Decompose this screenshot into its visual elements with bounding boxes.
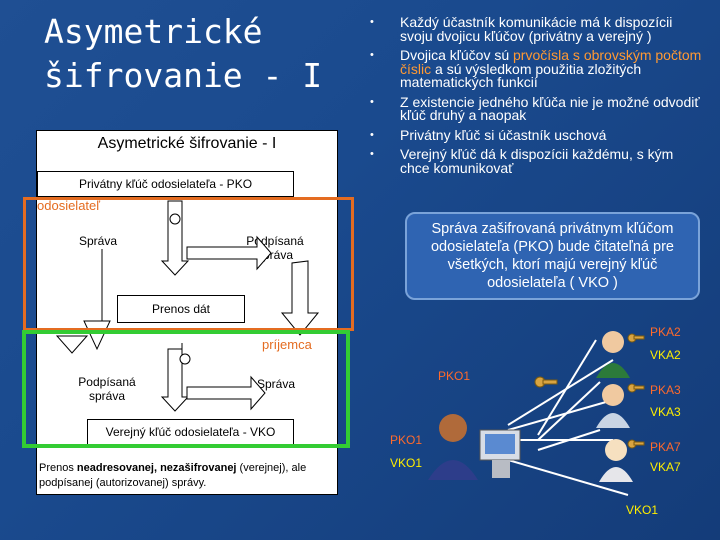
pko1-left-label: PKO1: [390, 433, 422, 447]
vka7-label: VKA7: [650, 460, 681, 474]
bullet-item: Každý účastník komunikácie má k dispozíc…: [360, 16, 705, 43]
recipient-icons: [596, 331, 633, 482]
pka7-label: PKA7: [650, 440, 681, 454]
bullet-item: Privátny kľúč si účastník uschová: [360, 129, 705, 143]
network-illustration: PKO1 PKO1 VKO1 PKA2 VKA2 PKA3 VKA3 PKA7 …: [388, 320, 718, 520]
bullet-list: Každý účastník komunikácie má k dispozíc…: [360, 16, 705, 181]
slide-title: Asymetrické šifrovanie - I: [44, 10, 334, 98]
sender-label: odosielateľ: [37, 198, 100, 213]
bullet-item: Z existencie jedného kľúča nie je možné …: [360, 96, 705, 123]
receiver-label: príjemca: [262, 337, 312, 352]
bullet-item: Dvojica kľúčov sú prvočísla s obrovským …: [360, 49, 705, 90]
vka2-label: VKA2: [650, 348, 681, 362]
bullet-item: Verejný kľúč dá k dispozícii každému, s …: [360, 148, 705, 175]
sender-person-icon: [439, 414, 467, 442]
sender-frame: [23, 197, 354, 331]
vko1-bottom-label: VKO1: [626, 503, 658, 517]
explanation-callout: Správa zašifrovaná privátnym kľúčom odos…: [405, 212, 700, 300]
pko1-label: PKO1: [438, 369, 470, 383]
pka3-label: PKA3: [650, 383, 681, 397]
vka3-label: VKA3: [650, 405, 681, 419]
vko1-left-label: VKO1: [390, 456, 422, 470]
pka2-label: PKA2: [650, 325, 681, 339]
